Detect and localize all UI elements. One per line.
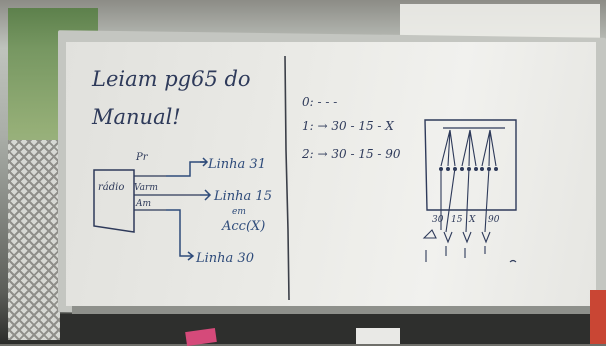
- label-am: Am: [135, 199, 151, 209]
- dest-line-31: Linha 31: [207, 157, 266, 172]
- label-pr: Pr: [135, 152, 149, 163]
- dest-acc-x: Acc(X): [221, 219, 265, 234]
- dest-line-15: Linha 15: [213, 189, 272, 204]
- heading-line-1: Leiam pg65 do: [91, 67, 251, 91]
- marker-tray: [72, 306, 592, 314]
- label-varm: Varm: [134, 183, 158, 193]
- diagram-label-30: 30: [432, 215, 444, 225]
- dest-line-30: Linha 30: [195, 251, 254, 266]
- equation-1: 1: → 30 - 15 - X: [302, 119, 394, 133]
- equation-2: 2: → 30 - 15 - 90: [301, 147, 401, 161]
- diagram-label-90: 90: [488, 215, 500, 225]
- whiteboard: [66, 42, 596, 306]
- heading-line-2: Manual!: [91, 105, 181, 129]
- floor-shadow: [60, 314, 606, 344]
- equation-0: 0: - - -: [302, 95, 337, 109]
- radio-box-label: rádio: [98, 182, 124, 193]
- diagram-label-x: X: [468, 215, 476, 225]
- diagram-label-15: 15: [451, 215, 463, 225]
- red-cabinet: [590, 290, 606, 344]
- white-object: [356, 328, 400, 344]
- dest-em: em: [232, 207, 246, 217]
- wire-rack: [8, 140, 60, 340]
